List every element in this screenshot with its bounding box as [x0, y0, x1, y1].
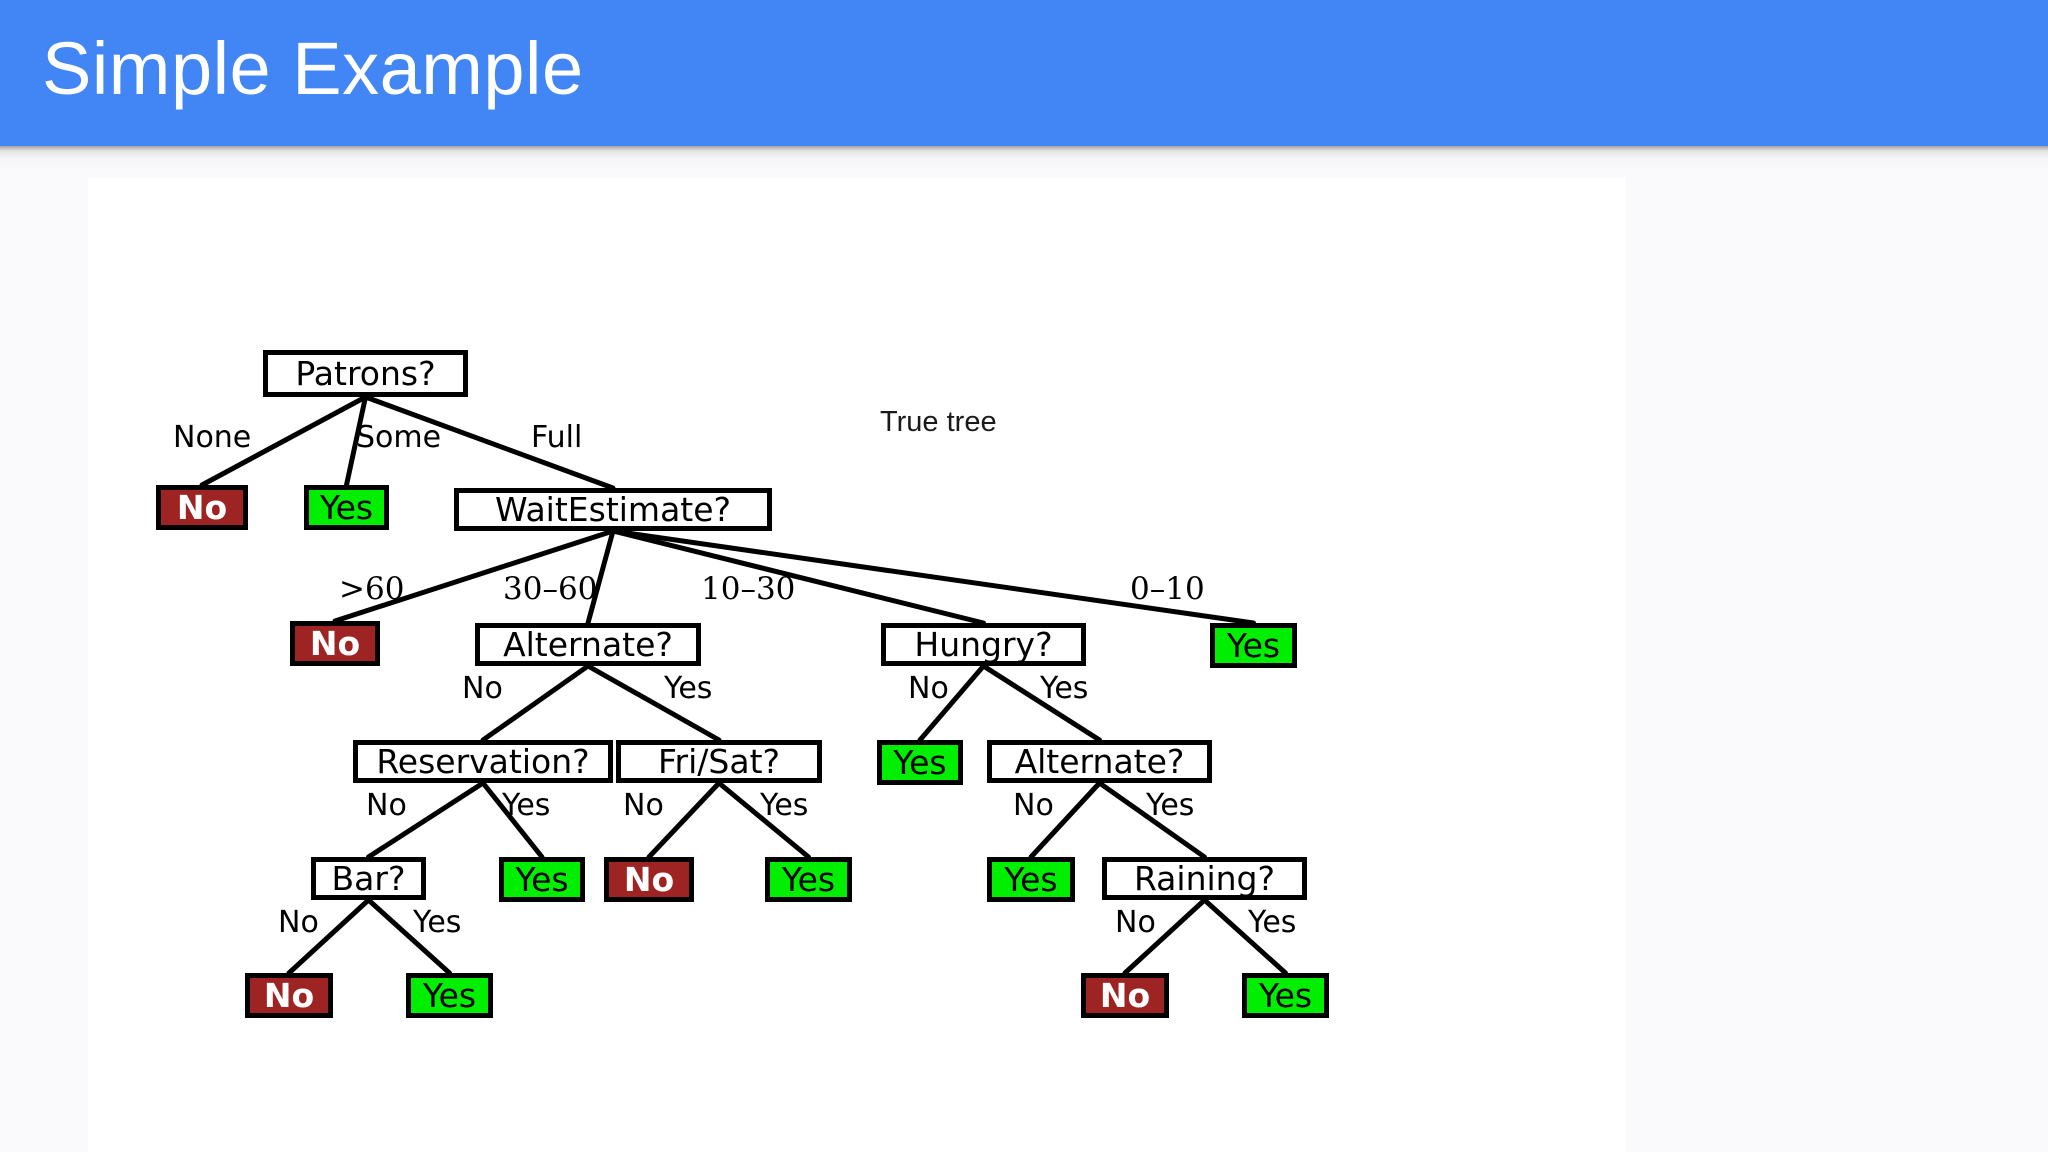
tree-node-alternate1: Alternate? — [475, 623, 701, 666]
tree-node-label: No — [263, 976, 315, 1015]
true-tree-annotation: True tree — [880, 406, 997, 438]
tree-node-patrons: Patrons? — [263, 350, 468, 397]
tree-edge-hungry-to-yes3 — [917, 663, 986, 743]
tree-edge-label: 10–30 — [701, 571, 796, 607]
tree-edge-bar-to-no4 — [286, 897, 371, 976]
tree-node-hungry: Hungry? — [881, 623, 1086, 666]
tree-edge-label: Yes — [664, 671, 713, 706]
tree-edge-label: No — [1115, 905, 1156, 940]
tree-node-no1: No — [156, 485, 248, 530]
tree-node-label: Fri/Sat? — [657, 742, 781, 781]
tree-edge-label: None — [173, 420, 252, 455]
tree-edge-raining-to-yes8 — [1202, 897, 1288, 976]
tree-node-alternate2: Alternate? — [987, 740, 1212, 783]
tree-node-label: Yes — [319, 488, 374, 527]
tree-edge-reservation-to-bar — [366, 780, 486, 860]
tree-edge-hungry-to-alternate2 — [981, 663, 1102, 743]
tree-node-no5: No — [1081, 973, 1169, 1018]
tree-node-label: Yes — [781, 860, 836, 899]
tree-node-bar: Bar? — [311, 857, 426, 900]
tree-node-no2: No — [290, 621, 380, 666]
tree-edge-label: 0–10 — [1130, 571, 1205, 607]
tree-edge-frisat-to-no3 — [646, 780, 722, 860]
tree-edges-layer — [199, 394, 1288, 976]
tree-edge-label: No — [366, 788, 407, 823]
tree-node-waitestimate: WaitEstimate? — [454, 488, 772, 531]
tree-edge-waitestimate-to-no2 — [332, 528, 616, 624]
tree-node-label: Alternate? — [1014, 742, 1185, 781]
tree-edge-bar-to-yes7 — [366, 897, 452, 976]
tree-node-label: Yes — [1004, 860, 1058, 899]
tree-edge-label: No — [908, 671, 949, 706]
tree-node-yes1: Yes — [304, 485, 389, 530]
tree-node-yes5: Yes — [765, 857, 852, 902]
tree-node-label: No — [1099, 976, 1151, 1015]
tree-node-label: Patrons? — [295, 354, 436, 393]
tree-node-reservation: Reservation? — [353, 740, 613, 783]
page-title: Simple Example — [42, 27, 584, 110]
tree-edge-label: Yes — [413, 905, 462, 940]
tree-edge-alternate1-to-reservation — [480, 663, 591, 743]
slide-header-bar: Simple Example — [0, 0, 2048, 146]
tree-node-yes2: Yes — [1210, 623, 1297, 668]
tree-node-no4: No — [245, 973, 333, 1018]
tree-edge-label: Yes — [502, 788, 551, 823]
tree-node-label: Yes — [893, 743, 947, 782]
tree-edge-patrons-to-yes1 — [344, 394, 368, 488]
header-shadow-divider — [0, 146, 2048, 172]
tree-node-label: Yes — [515, 860, 569, 899]
tree-node-label: No — [623, 860, 675, 899]
tree-edge-patrons-to-waitestimate — [363, 394, 616, 491]
tree-node-yes6: Yes — [987, 857, 1075, 902]
tree-node-label: Yes — [422, 976, 477, 1015]
tree-edge-alternate2-to-raining — [1097, 780, 1207, 860]
tree-node-yes7: Yes — [406, 973, 493, 1018]
tree-edge-frisat-to-yes5 — [716, 780, 811, 860]
tree-edge-label: Yes — [1248, 905, 1297, 940]
tree-edge-label: No — [623, 788, 664, 823]
tree-node-frisat: Fri/Sat? — [616, 740, 822, 783]
tree-edge-label: Yes — [1040, 671, 1089, 706]
tree-node-label: WaitEstimate? — [494, 490, 732, 529]
tree-node-label: Raining? — [1133, 859, 1276, 898]
tree-edge-label: 30–60 — [503, 571, 598, 607]
tree-edge-waitestimate-to-hungry — [610, 528, 986, 626]
tree-edge-label: Full — [531, 420, 583, 455]
tree-node-yes4: Yes — [499, 857, 585, 902]
tree-node-label: No — [309, 624, 361, 663]
tree-edge-patrons-to-no1 — [199, 394, 368, 488]
tree-node-no3: No — [604, 857, 694, 902]
tree-node-raining: Raining? — [1102, 857, 1307, 900]
tree-node-label: No — [176, 488, 228, 527]
tree-edge-label: No — [1013, 788, 1054, 823]
tree-node-label: Hungry? — [914, 625, 1053, 664]
tree-edge-label: Some — [356, 420, 442, 455]
tree-edge-label: No — [462, 671, 503, 706]
tree-node-label: Yes — [1258, 976, 1313, 1015]
tree-edge-raining-to-no5 — [1122, 897, 1207, 976]
tree-edge-label: Yes — [1146, 788, 1195, 823]
tree-edge-reservation-to-yes4 — [480, 780, 545, 860]
tree-edge-label: No — [278, 905, 319, 940]
tree-edge-lines — [199, 394, 1288, 976]
tree-edge-alternate2-to-yes6 — [1028, 780, 1102, 860]
tree-edge-label: Yes — [760, 788, 809, 823]
tree-edge-label: >60 — [339, 571, 405, 607]
tree-edge-waitestimate-to-yes2 — [610, 528, 1256, 626]
tree-node-label: Bar? — [331, 859, 406, 898]
tree-edge-waitestimate-to-alternate1 — [585, 528, 616, 626]
tree-edge-alternate1-to-frisat — [585, 663, 722, 743]
tree-node-label: Yes — [1226, 626, 1281, 665]
tree-node-yes3: Yes — [877, 740, 963, 785]
tree-node-label: Reservation? — [376, 742, 590, 781]
tree-node-label: Alternate? — [503, 625, 673, 664]
tree-node-yes8: Yes — [1242, 973, 1329, 1018]
